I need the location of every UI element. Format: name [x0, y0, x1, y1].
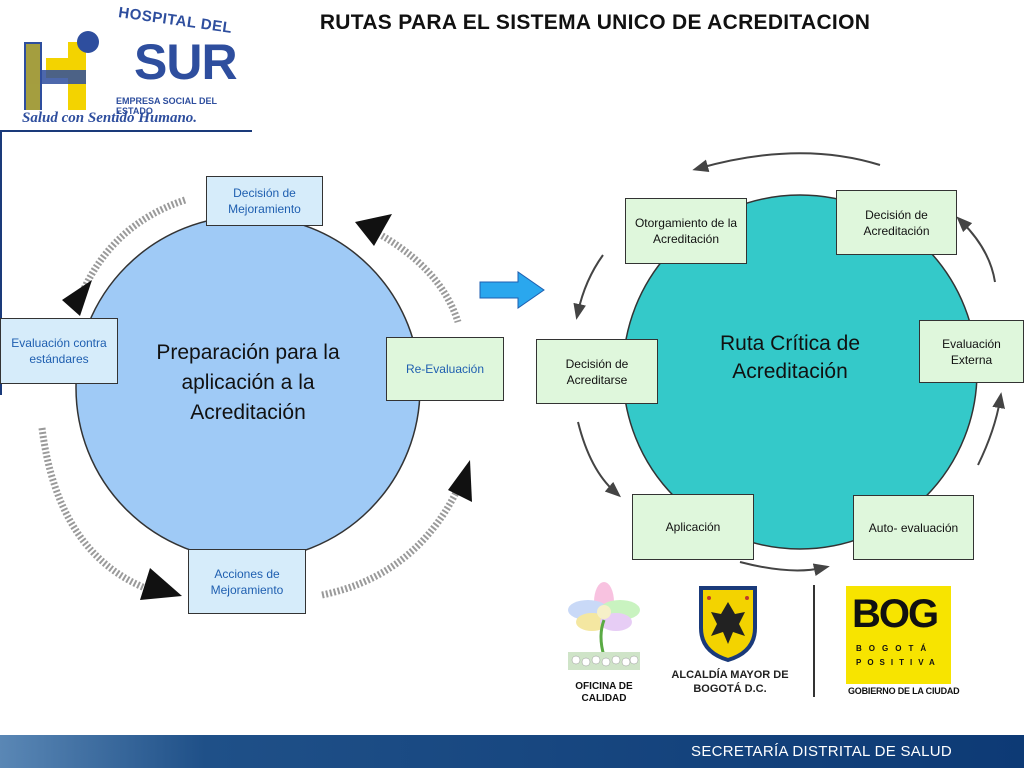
left-arrowhead-2 [355, 214, 392, 246]
alcaldia-label: ALCALDÍA MAYOR DE BOGOTÁ D.C. [671, 669, 789, 695]
alcaldia-shield-logo [699, 586, 757, 663]
right-cycle-arrows [573, 152, 1005, 576]
left-arrowhead-4 [448, 460, 472, 502]
box-decision-acreditacion: Decisión de Acreditación [836, 190, 957, 255]
bog-sub2-text: POSITIVA [856, 658, 941, 667]
logo-underline [0, 130, 252, 132]
left-cycle-arrows [38, 196, 466, 599]
bog-logo-box [846, 586, 951, 684]
hospital-logo-icon [24, 31, 99, 110]
box-evaluacion-estandares: Evaluación contra estándares [0, 318, 118, 384]
box-otorgamiento: Otorgamiento de la Acreditación [625, 198, 747, 264]
box-decision-mejoramiento: Decisión de Mejoramiento [206, 176, 323, 226]
box-autoevaluacion: Auto- evaluación [853, 495, 974, 560]
calidad-label: OFICINA DE CALIDAD [575, 681, 633, 704]
right-cycle-title: Ruta Crítica de Acreditación [719, 332, 861, 383]
footer-bar [0, 735, 1024, 768]
left-arrow-bottom-right [321, 478, 466, 599]
left-arrowhead-3 [140, 568, 182, 600]
bog-sub1-text: BOGOTÁ [856, 644, 934, 653]
left-cycle-title: Preparación para la aplicación a la Acre… [156, 341, 340, 424]
acreditation-diagram [38, 152, 1005, 600]
box-acciones-mejoramiento: Acciones de Mejoramiento [188, 549, 306, 614]
calidad-flower-logo [568, 582, 640, 670]
left-arrow-top-right [366, 224, 462, 324]
logo-empresa-text: EMPRESA SOCIAL DEL ESTADO [116, 96, 217, 116]
footer-text: SECRETARÍA DISTRITAL DE SALUD [691, 743, 952, 760]
box-decision-acreditarse: Decisión de Acreditarse [536, 339, 658, 404]
logo-sur-text: SUR [134, 34, 238, 90]
bog-gobierno-text: GOBIERNO DE LA CIUDAD [848, 686, 960, 696]
box-evaluacion-externa: Evaluación Externa [919, 320, 1024, 383]
left-edge-line [0, 130, 2, 395]
left-arrowhead-1 [62, 280, 92, 316]
left-arrow-bottom-left [38, 427, 152, 594]
logos-divider [813, 585, 815, 697]
link-arrow-icon [479, 271, 545, 309]
left-arrow-top-left [76, 196, 187, 300]
bog-logo-text: BOG [852, 592, 939, 636]
logo-slogan-text: Salud con Sentido Humano. [22, 110, 198, 126]
box-aplicacion: Aplicación [632, 494, 754, 560]
box-re-evaluacion: Re-Evaluación [386, 337, 504, 401]
hospital-logo: HOSPITAL DEL SUR EMPRESA SOCIAL DEL ESTA… [14, 4, 250, 132]
page-title: RUTAS PARA EL SISTEMA UNICO DE ACREDITAC… [319, 11, 871, 34]
